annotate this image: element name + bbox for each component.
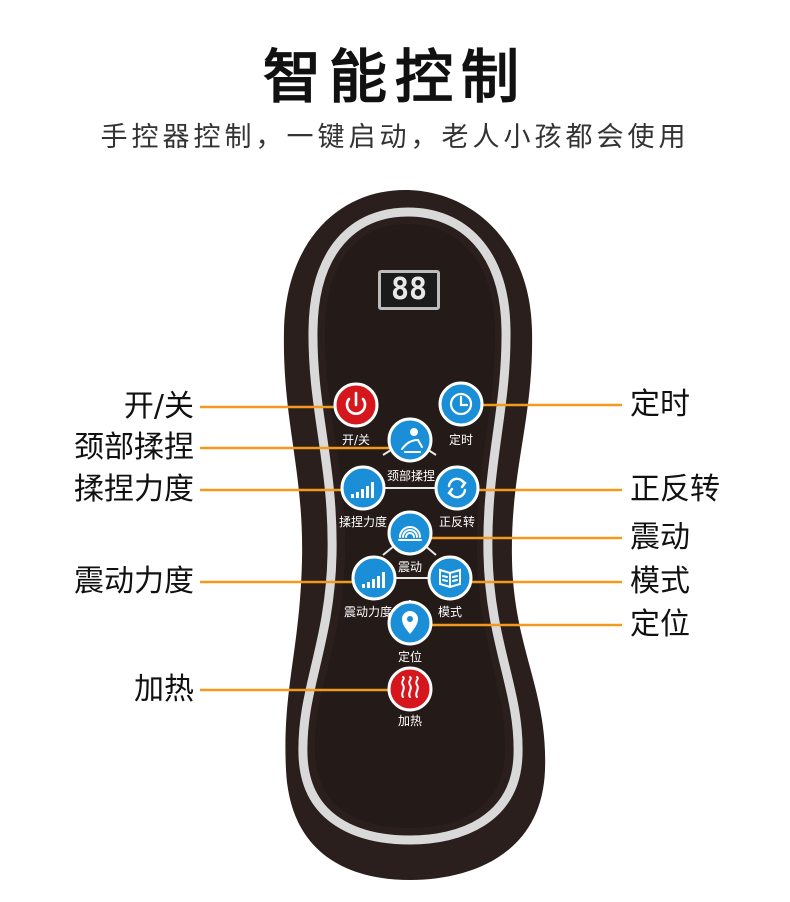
timer-button[interactable]: [438, 381, 484, 427]
position-button-label: 定位: [397, 650, 423, 664]
location-pin-icon: [402, 611, 418, 634]
clock-icon: [449, 392, 473, 416]
digital-display: 88: [378, 270, 440, 310]
position-button[interactable]: [387, 600, 433, 646]
callout-position: 定位: [630, 607, 690, 642]
vibration-icon: [398, 526, 422, 541]
callout-mode: 模式: [630, 564, 690, 599]
callout-vib-strength: 震动力度: [74, 564, 194, 599]
heat-button[interactable]: [387, 666, 433, 712]
neck-button-label: 颈部揉捏: [386, 469, 436, 483]
reverse-button-label: 正反转: [438, 515, 476, 529]
strength-bars-icon: [351, 482, 374, 498]
neck-massage-icon: [401, 428, 423, 453]
callout-knead-strength: 揉捏力度: [74, 472, 194, 507]
callout-vibrate: 震动: [630, 520, 690, 555]
power-icon: [345, 391, 367, 415]
rotate-icon: [447, 477, 467, 499]
power-button-label: 开/关: [341, 433, 371, 447]
reverse-button[interactable]: [434, 465, 480, 511]
vibrate-button[interactable]: [387, 510, 433, 556]
callout-timer: 定时: [630, 387, 690, 422]
page-subtitle: 手控器控制，一键启动，老人小孩都会使用: [100, 122, 690, 153]
heat-button-label: 加热: [397, 714, 423, 728]
vibrate-button-label: 震动: [397, 560, 423, 574]
knead-strength-button[interactable]: [340, 465, 386, 511]
page-title: 智能控制: [262, 43, 527, 111]
mode-button-label: 模式: [437, 605, 463, 619]
mode-book-icon: [439, 568, 461, 589]
callout-power: 开/关: [123, 389, 194, 424]
vib-strength-button-label: 震动力度: [343, 605, 393, 619]
callout-reverse: 正反转: [630, 472, 720, 507]
callout-heat: 加热: [134, 672, 194, 707]
neck-massage-button[interactable]: [387, 417, 433, 463]
power-button[interactable]: [333, 382, 379, 428]
heat-waves-icon: [401, 676, 419, 698]
strength-bars-icon: [362, 572, 385, 588]
mode-button[interactable]: [427, 555, 473, 601]
knead-strength-button-label: 揉捏力度: [338, 515, 388, 529]
vib-strength-button[interactable]: [351, 555, 397, 601]
callout-neck: 颈部揉捏: [74, 430, 194, 465]
timer-button-label: 定时: [448, 433, 474, 447]
